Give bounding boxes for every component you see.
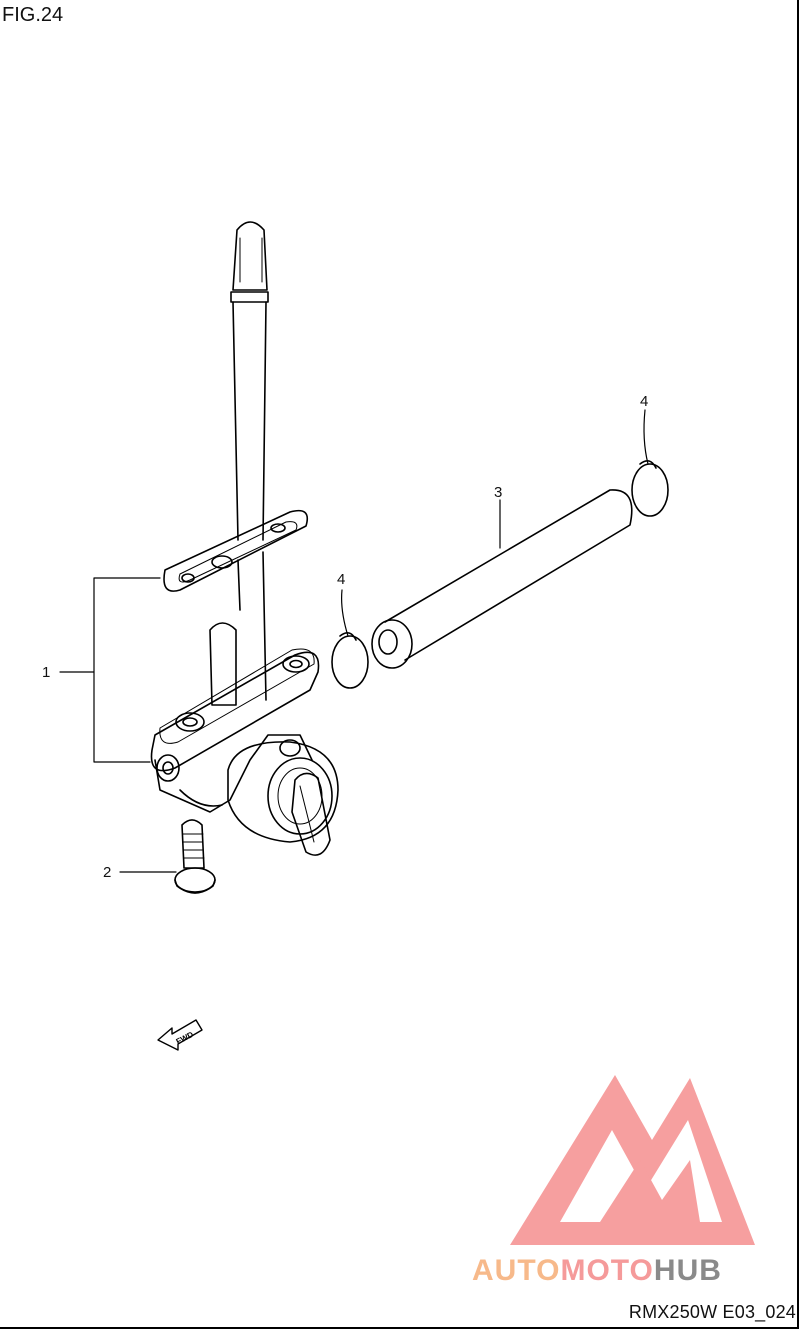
mounting-flange [150,651,320,772]
callout-4-lower: 4 [337,571,345,588]
drawing-code: RMX250W E03_024 [628,1302,796,1322]
figure-title: FIG.24 [2,4,64,26]
gasket-plate [163,509,309,592]
fwd-arrow-icon [157,1019,203,1051]
callout-4-upper: 4 [640,393,648,410]
reserve-pipe [209,622,237,706]
pipe-tip [232,221,268,291]
callout-3: 3 [494,484,502,501]
screw[interactable] [174,819,216,894]
fuel-hose[interactable] [371,489,633,669]
callout-2: 2 [103,864,111,881]
pipe-body [232,301,267,541]
hose-clamp-lower[interactable] [331,632,369,689]
leader-lines [59,409,649,873]
callout-1: 1 [42,664,50,681]
valve-body [154,734,313,813]
hose-clamp-upper[interactable] [631,460,669,517]
pipe-collar [230,291,269,303]
brand-text-auto: AUTOMOTOHUB [472,1254,722,1287]
lever [291,772,331,856]
brand-logo-icon [510,1075,755,1245]
fuel-cock-assembly[interactable] [150,221,339,856]
lever-housing [227,741,339,843]
